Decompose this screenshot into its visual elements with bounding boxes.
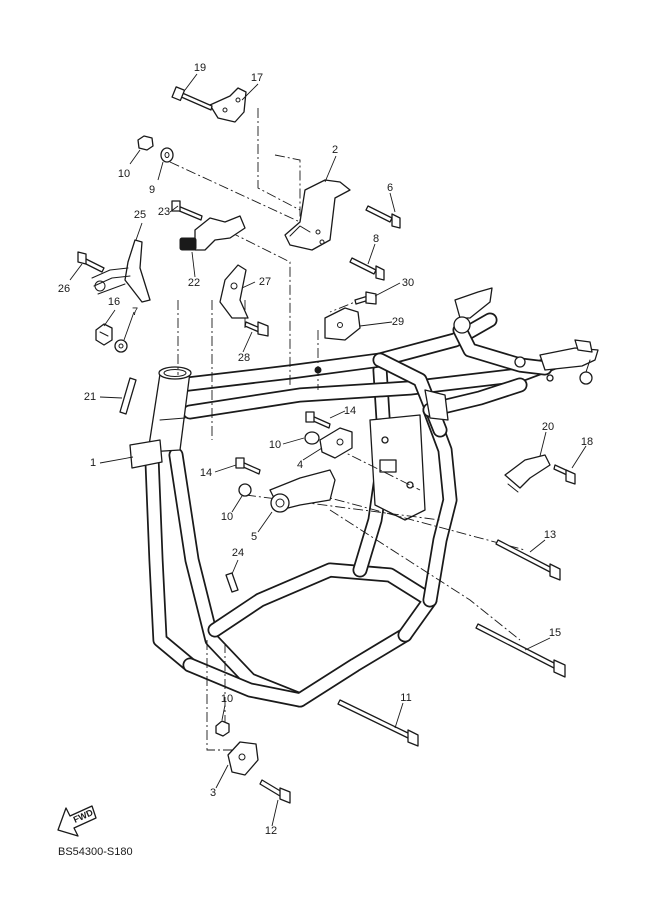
label-25: 25 [134,209,146,221]
part-29-bracket [314,307,361,374]
label-10-d: 10 [221,693,233,705]
fwd-arrow-icon: FWD [57,805,97,837]
label-15: 15 [549,627,561,639]
label-14-b: 14 [200,467,212,479]
part-number-labels: 19 17 10 9 2 6 8 25 23 22 26 27 16 7 30 … [58,62,593,837]
label-10-c: 10 [221,511,233,523]
part-7-washer [114,339,128,353]
part-26-bolt [77,251,105,273]
label-20: 18 [581,436,593,448]
part-11-bolt [337,699,419,747]
part-4-bracket [319,427,353,459]
part-16-nut [95,323,113,346]
part-5-bracket [269,469,336,513]
label-1: 1 [90,457,96,469]
part-10-nut-top [137,135,154,151]
label-23: 23 [158,206,170,218]
part-6-bolt [365,205,401,229]
label-10-a: 10 [118,168,130,180]
part-14-bolt-lower [235,457,261,475]
part-27-bracket [219,264,249,319]
label-5: 5 [251,531,257,543]
part-14-bolt-upper [305,411,331,429]
label-7: 7 [132,306,138,318]
part-30-bolt [354,291,377,305]
diagram-code: BS54300-S180 [58,846,133,858]
part-22-bracket [179,215,246,251]
part-2-bracket [284,179,351,251]
part-3-bracket [227,741,259,776]
label-16: 16 [108,296,120,308]
label-26: 26 [58,283,70,295]
label-27: 27 [259,276,271,288]
label-30: 30 [402,277,414,289]
part-21-pad [119,377,137,415]
label-28: 28 [238,352,250,364]
part-12-bolt [259,779,291,804]
label-18: 19 [194,62,206,74]
main-frame [144,312,568,708]
part-10-nut-bottom [215,720,230,737]
part-17-bracket [209,87,247,123]
label-29: 29 [392,316,404,328]
label-24: 24 [232,547,244,559]
label-3: 3 [210,787,216,799]
label-8: 8 [373,233,379,245]
part-18-bolt [171,86,213,111]
label-11: 11 [400,692,411,704]
part-10-nut-lower [238,483,252,497]
part-19-bracket [504,454,551,493]
part-25-bracket [91,239,151,303]
part-20-bolt [553,464,576,485]
part-9-washer [160,147,174,163]
label-12: 12 [265,825,277,837]
part-15-bolt [475,623,566,678]
label-21: 21 [84,391,96,403]
part-23-bolt [171,200,203,221]
label-14-a: 14 [344,405,356,417]
part-24-pin [225,572,239,593]
label-13: 13 [544,529,556,541]
part-28-bolt [244,321,269,337]
label-6: 6 [387,182,393,194]
label-2: 2 [332,144,338,156]
label-leaders [69,73,587,827]
label-17: 17 [251,72,263,84]
part-13-bolt [495,539,561,581]
part-10-nut-mid [304,431,320,445]
label-10-b: 10 [269,439,281,451]
rear-mount [453,287,599,385]
label-4: 4 [297,459,303,471]
part-8-bolt [349,257,385,281]
label-9: 9 [149,184,155,196]
center-mount-plate [369,389,449,521]
label-22: 22 [188,277,200,289]
steering-head [129,366,192,469]
label-19: 20 [542,421,554,433]
